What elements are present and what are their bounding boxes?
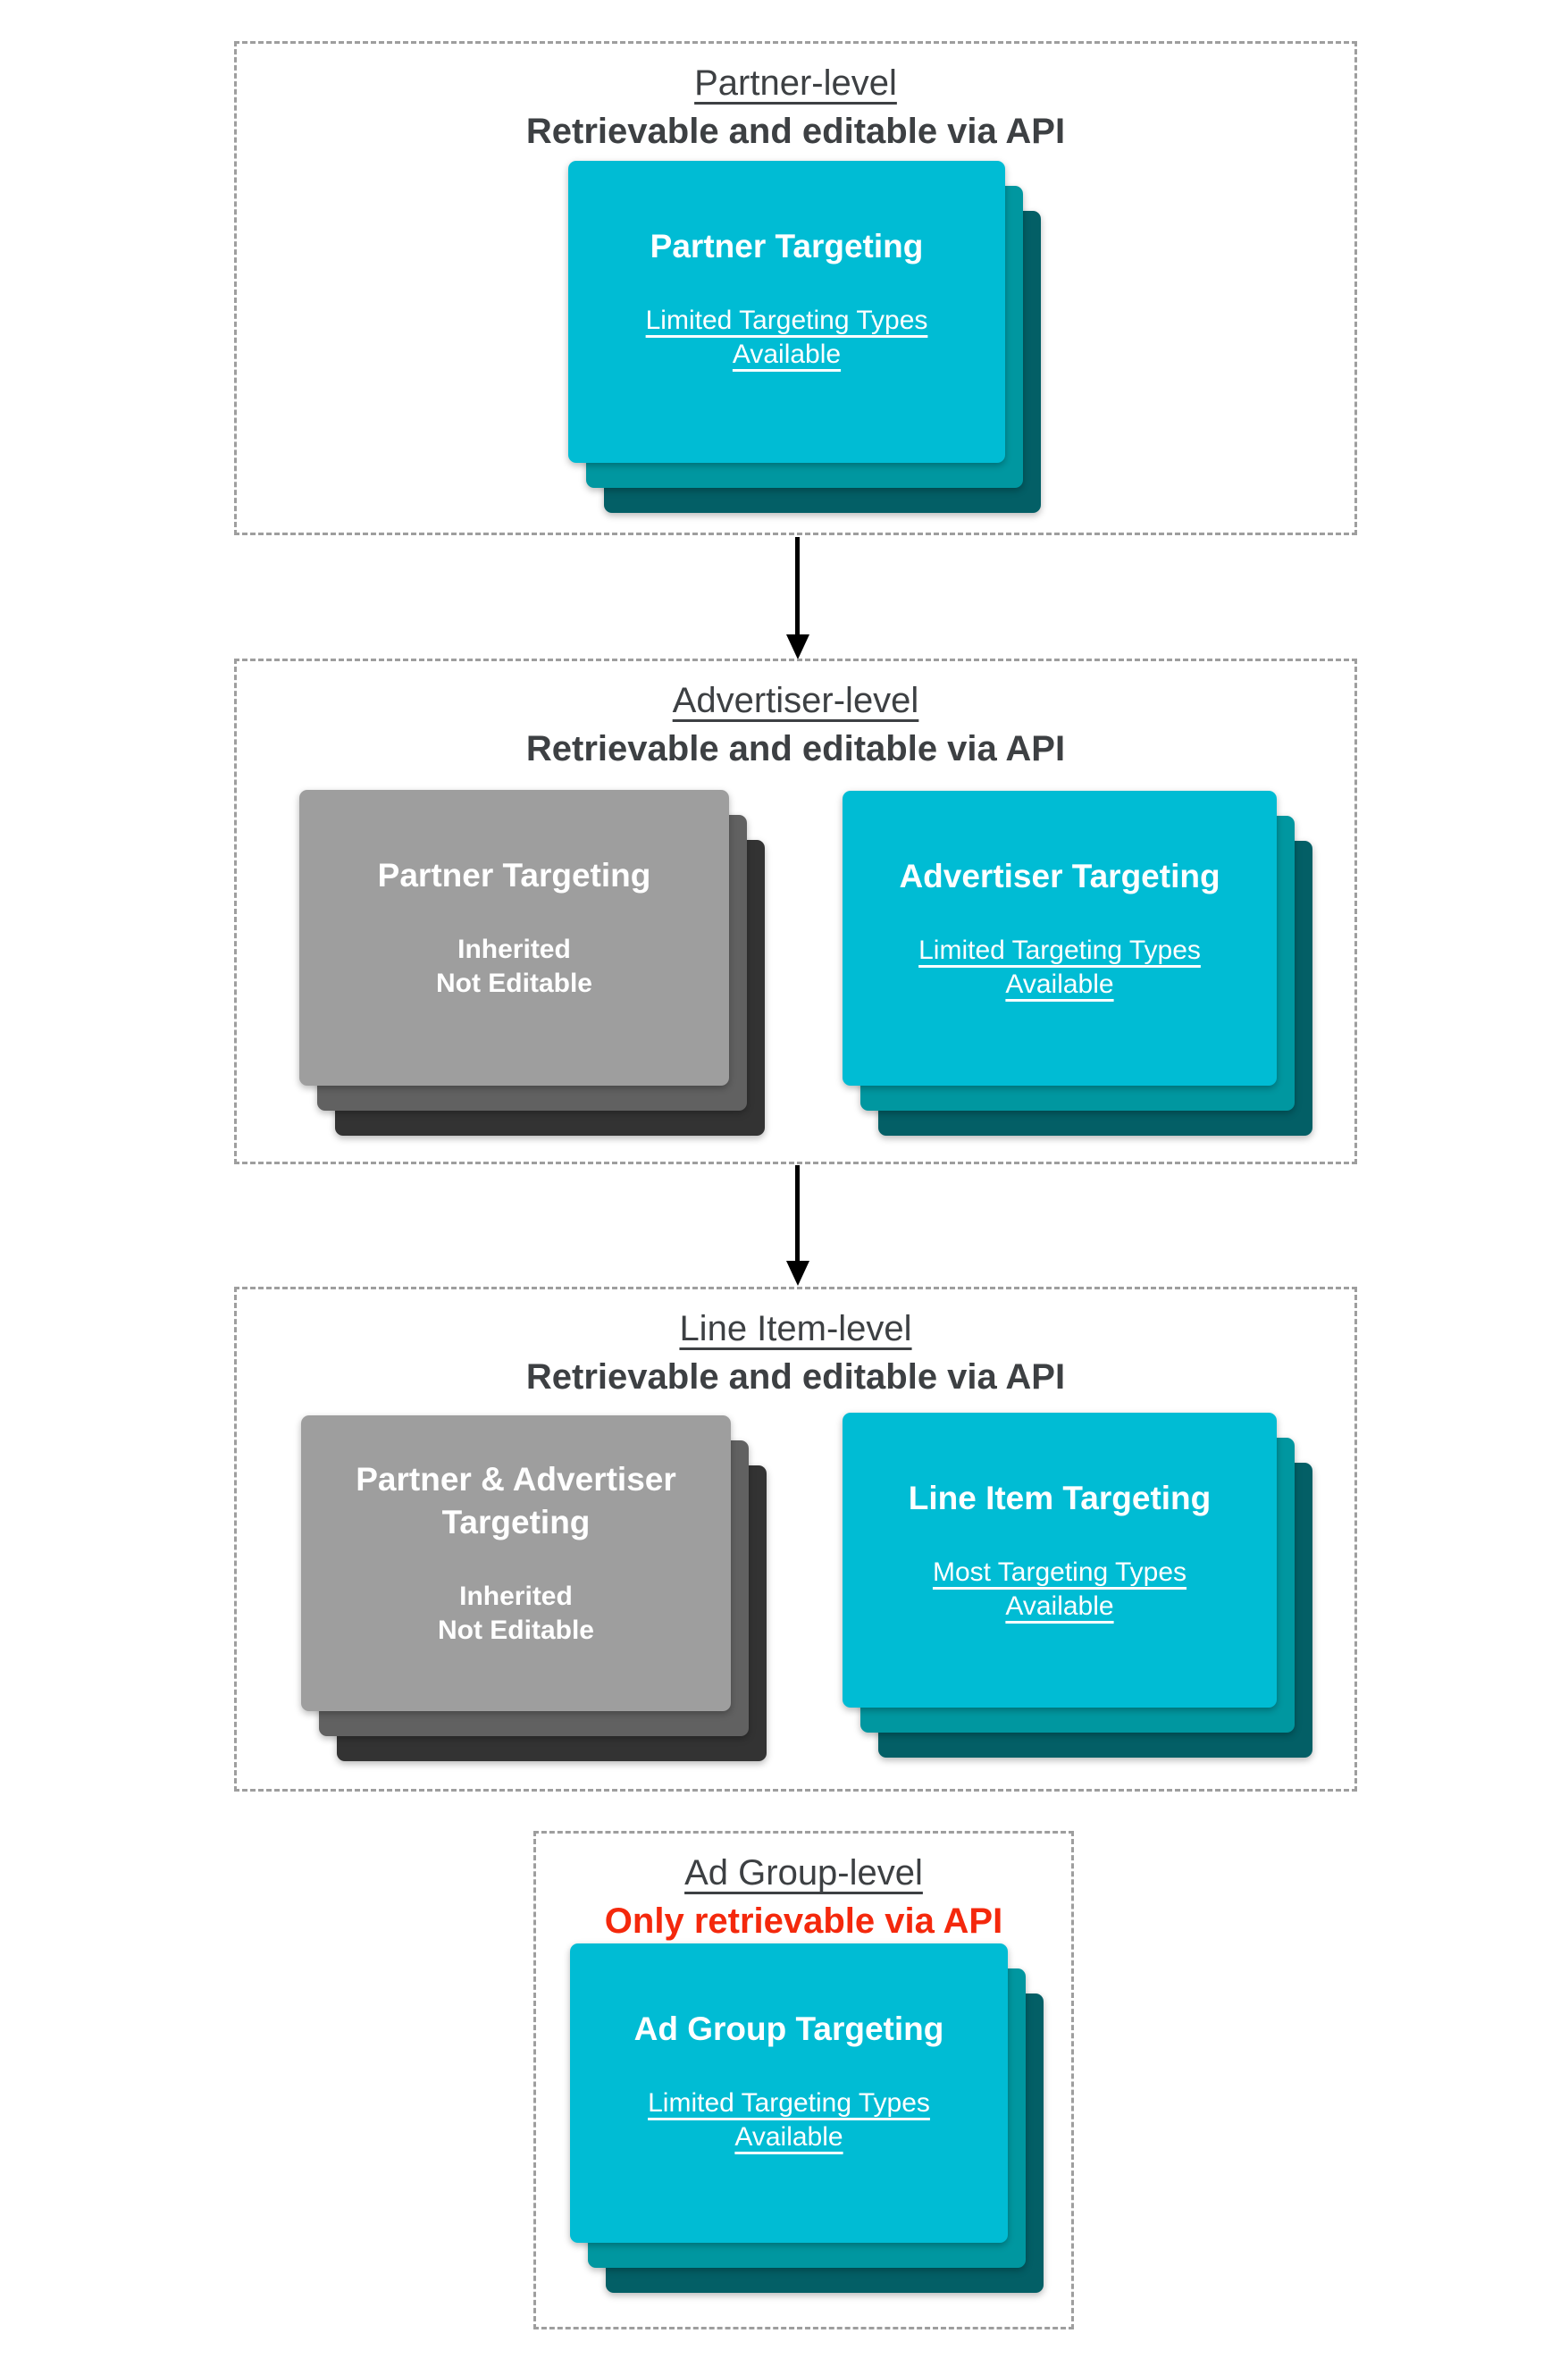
card-front: Line Item Targeting Most Targeting Types…: [843, 1413, 1277, 1708]
section-subheading: Only retrievable via API: [604, 1901, 1003, 1941]
card-title: Line Item Targeting: [909, 1477, 1212, 1520]
card-body-line: Limited Targeting Types: [645, 306, 928, 335]
card-title-line: Partner & Advertiser: [356, 1461, 676, 1498]
section-header: Partner-level Retrievable and editable v…: [237, 44, 1354, 155]
section-subheading: Retrievable and editable via API: [525, 729, 1066, 768]
section-heading: Line Item-level: [679, 1309, 912, 1348]
section-header: Ad Group-level Only retrievable via API: [536, 1834, 1071, 1944]
card-title: Advertiser Targeting: [899, 855, 1220, 898]
card-body-line: Available: [734, 2122, 843, 2152]
card-body-line: Available: [1005, 969, 1114, 999]
card-body: Inherited Not Editable: [438, 1580, 594, 1648]
card-line-item-targeting: Line Item Targeting Most Targeting Types…: [843, 1413, 1312, 1758]
card-body: Limited Targeting Types Available: [648, 2086, 930, 2154]
card-title: Ad Group Targeting: [634, 2008, 944, 2051]
card-body-line: Not Editable: [437, 1616, 594, 1645]
card-front: Partner Targeting Inherited Not Editable: [299, 790, 729, 1086]
card-partner-targeting-inherited: Partner Targeting Inherited Not Editable: [299, 790, 765, 1136]
section-subheading: Retrievable and editable via API: [525, 112, 1066, 151]
section-line-item-level: Line Item-level Retrievable and editable…: [234, 1287, 1357, 1792]
card-front: Ad Group Targeting Limited Targeting Typ…: [570, 1943, 1008, 2243]
card-title-line: Line Item Targeting: [908, 1480, 1212, 1516]
card-advertiser-targeting: Advertiser Targeting Limited Targeting T…: [843, 791, 1312, 1136]
card-title-line: Partner Targeting: [650, 228, 924, 264]
arrow-down-icon: [795, 537, 800, 635]
card-body-line: Not Editable: [435, 969, 592, 998]
section-ad-group-level: Ad Group-level Only retrievable via API …: [533, 1831, 1074, 2329]
card-title-line: Advertiser Targeting: [899, 858, 1220, 894]
section-heading: Partner-level: [694, 63, 897, 103]
card-title: Partner Targeting: [650, 225, 924, 268]
section-advertiser-level: Advertiser-level Retrievable and editabl…: [234, 659, 1357, 1164]
card-body-line: Inherited: [457, 935, 571, 964]
card-body-line: Most Targeting Types: [932, 1557, 1187, 1587]
card-front: Partner Targeting Limited Targeting Type…: [568, 161, 1005, 463]
card-body: Most Targeting Types Available: [933, 1556, 1186, 1624]
card-body-line: Inherited: [459, 1582, 573, 1611]
card-body: Limited Targeting Types Available: [646, 304, 928, 372]
section-partner-level: Partner-level Retrievable and editable v…: [234, 41, 1357, 535]
card-title-line: Ad Group Targeting: [633, 2010, 944, 2047]
card-body-line: Available: [1005, 1591, 1114, 1621]
card-title-line: Partner Targeting: [377, 857, 651, 894]
card-title: Partner Targeting: [378, 854, 651, 897]
card-title-line: Targeting: [441, 1504, 591, 1540]
arrow-down-icon: [795, 1165, 800, 1262]
section-header: Line Item-level Retrievable and editable…: [237, 1289, 1354, 1400]
section-header: Advertiser-level Retrievable and editabl…: [237, 661, 1354, 772]
card-body-line: Limited Targeting Types: [648, 2088, 930, 2118]
section-heading: Advertiser-level: [672, 681, 919, 720]
section-subheading: Retrievable and editable via API: [525, 1357, 1066, 1397]
card-title: Partner & Advertiser Targeting: [356, 1458, 676, 1544]
card-front: Advertiser Targeting Limited Targeting T…: [843, 791, 1277, 1086]
card-partner-targeting: Partner Targeting Limited Targeting Type…: [568, 161, 1041, 513]
section-heading: Ad Group-level: [684, 1853, 923, 1893]
card-body-line: Limited Targeting Types: [918, 936, 1201, 965]
card-partner-advertiser-targeting-inherited: Partner & Advertiser Targeting Inherited…: [301, 1415, 767, 1761]
card-body-line: Available: [732, 340, 842, 369]
card-body: Inherited Not Editable: [436, 933, 592, 1001]
card-ad-group-targeting: Ad Group Targeting Limited Targeting Typ…: [570, 1943, 1044, 2293]
card-front: Partner & Advertiser Targeting Inherited…: [301, 1415, 731, 1711]
card-body: Limited Targeting Types Available: [918, 934, 1201, 1002]
